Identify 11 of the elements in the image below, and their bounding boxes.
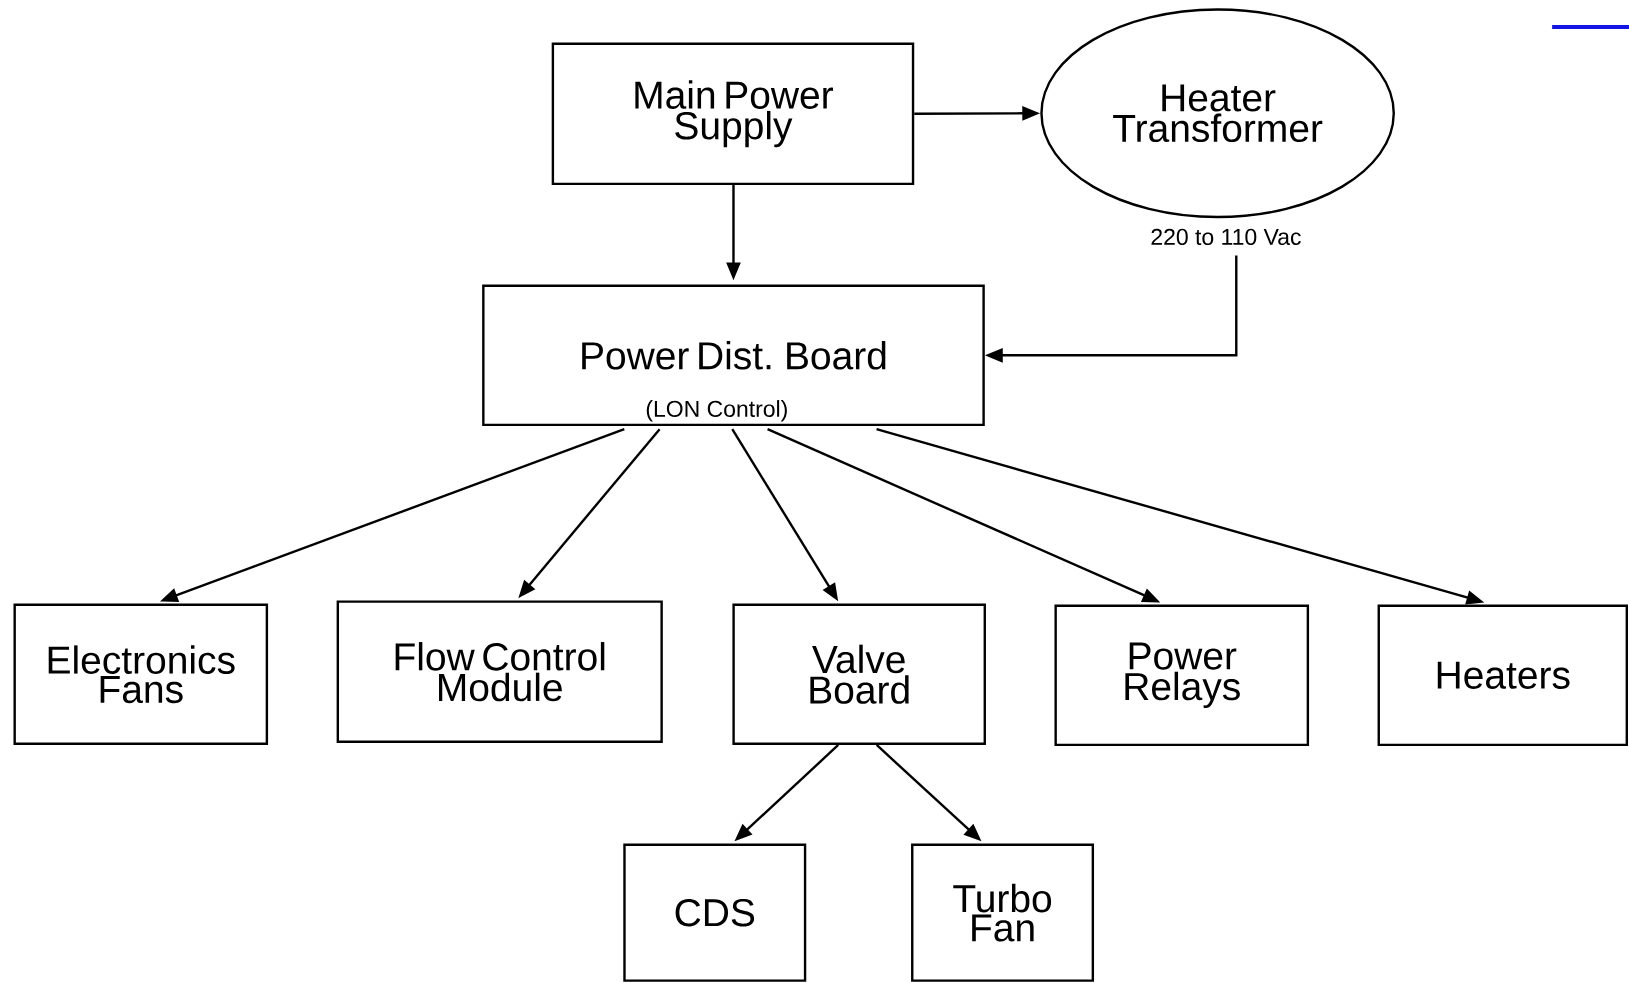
process-box: Main Power Supply <box>551 42 915 186</box>
ellipse-node: Heater Transformer <box>1040 8 1395 219</box>
process-box: Power Relays <box>1054 604 1310 747</box>
process-box: Valve Board <box>732 603 986 746</box>
process-box: CDS <box>623 843 807 982</box>
voltage-label: 220 to 110 Vac <box>1151 228 1301 246</box>
process-box: Flow Control Module <box>336 600 663 743</box>
sub-label: (LON Control) <box>646 400 787 422</box>
process-box: Turbo Fan <box>911 843 1095 982</box>
process-box: Electronics Fans <box>13 603 269 746</box>
process-box: Heaters <box>1377 604 1628 747</box>
